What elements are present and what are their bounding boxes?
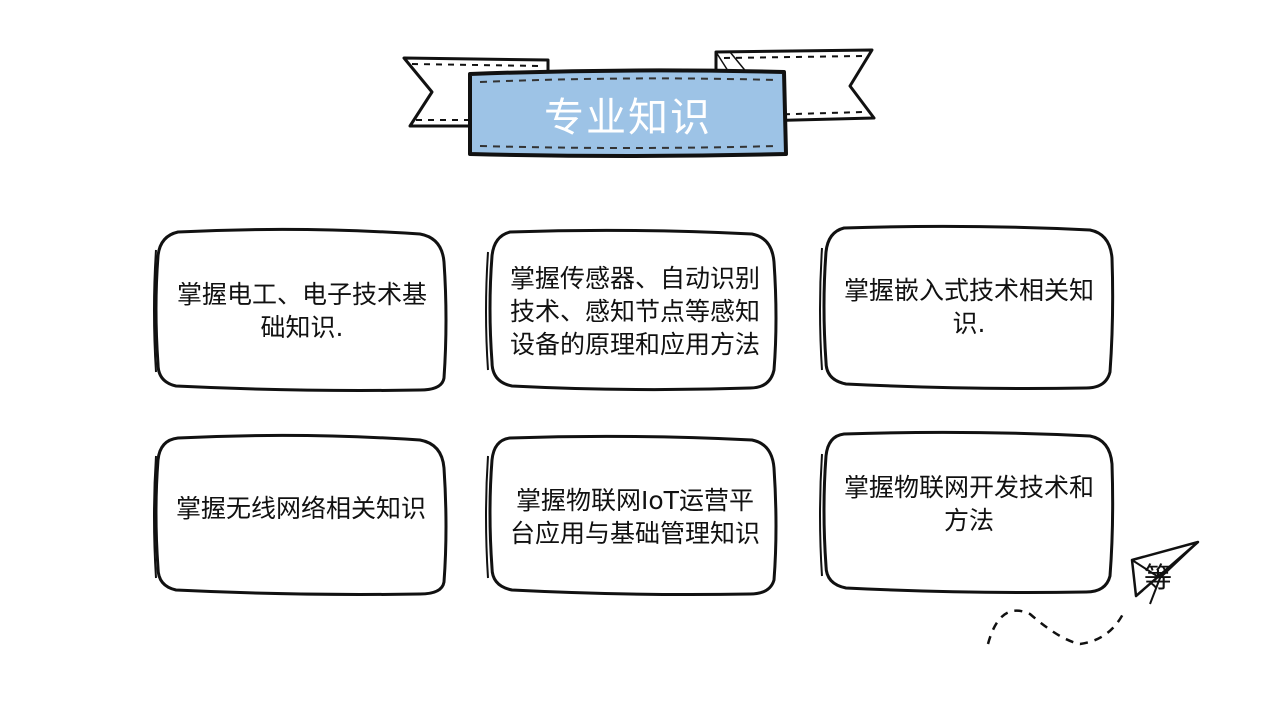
card-text-electronics: 掌握电工、电子技术基础知识. — [176, 280, 427, 342]
card-text-iot-platform: 掌握物联网IoT运营平台应用与基础管理知识 — [509, 486, 760, 548]
ribbon-banner — [468, 68, 788, 158]
card-text-iot-development: 掌握物联网开发技术和方法 — [843, 473, 1094, 535]
etc-label: 等 — [1143, 561, 1172, 594]
card-text-embedded: 掌握嵌入式技术相关知识. — [843, 276, 1094, 338]
paper-plane-icon — [1130, 540, 1200, 605]
card-outline-3 — [819, 224, 1115, 390]
card-text-wireless: 掌握无线网络相关知识 — [175, 493, 426, 523]
card-outline-6 — [819, 430, 1115, 594]
card-outline-1 — [153, 227, 448, 392]
card-outline-5 — [485, 434, 778, 596]
dashed-flight-trail — [986, 609, 1126, 646]
slide-title: 专业知识 — [544, 95, 712, 141]
card-outline-2 — [485, 228, 778, 392]
card-text-sensors: 掌握传感器、自动识别技术、感知节点等感知设备的原理和应用方法 — [509, 263, 760, 359]
card-outline-4 — [153, 433, 448, 596]
